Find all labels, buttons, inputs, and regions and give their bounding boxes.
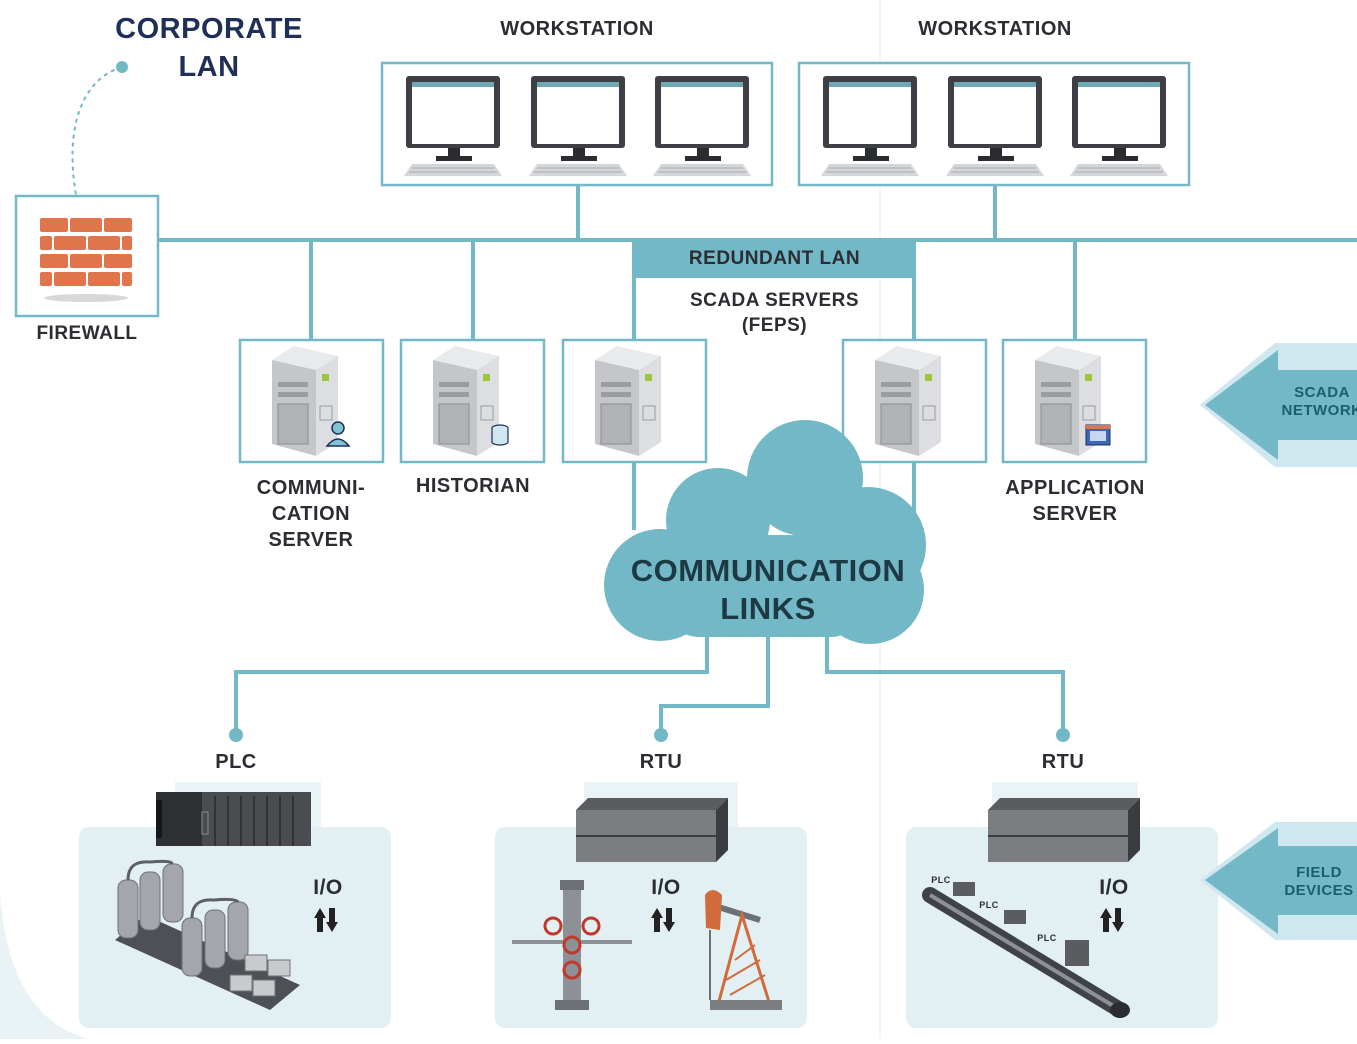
pipeline-plc-tag: PLC — [979, 900, 999, 910]
rtu-rack-icon — [575, 797, 729, 863]
corner-decoration — [0, 895, 90, 1039]
plc-link-dot — [229, 728, 243, 742]
field-devices-label: FIELD DEVICES — [1276, 864, 1357, 900]
communication-server-line3: SERVER — [268, 529, 354, 551]
field-devices-arrow — [1205, 828, 1357, 934]
redundant-lan-label: REDUNDANT LAN — [688, 248, 861, 269]
io-label: I/O — [1099, 876, 1129, 899]
application-server-label: APPLICATION SERVER — [986, 475, 1164, 527]
brick-wall-icon — [40, 218, 132, 302]
corporate-lan-line1: CORPORATE — [115, 13, 303, 45]
server-tower-icon — [432, 345, 500, 457]
communication-server-line1: COMMUNI- — [256, 477, 366, 499]
redundant-lan-bar — [634, 240, 915, 278]
pipeline-plc-tag: PLC — [931, 875, 951, 885]
communication-server-line2: CATION — [271, 503, 351, 525]
historian-label: HISTORIAN — [415, 475, 531, 497]
corporate-lan-dot — [116, 61, 128, 73]
wellhead-icon — [512, 880, 632, 1010]
corporate-lan-link — [71, 66, 123, 196]
corporate-lan-line2: LAN — [178, 51, 240, 83]
rtu-link-dot — [654, 728, 668, 742]
field-devices-line2: DEVICES — [1284, 882, 1354, 899]
workstation-right-label: WORKSTATION — [918, 18, 1072, 40]
user-icon — [325, 421, 351, 447]
pipeline-plc-tag: PLC — [1037, 933, 1057, 943]
rtu-panel — [906, 827, 1218, 1028]
corporate-lan-label: CORPORATE LAN — [95, 10, 323, 86]
rtu-node-label: RTU — [639, 751, 683, 773]
field-devices-line1: FIELD — [1296, 864, 1342, 881]
communication-links-line2: LINKS — [720, 591, 816, 626]
database-icon — [491, 424, 509, 446]
scada-servers-line2: (FEPS) — [741, 315, 808, 336]
io-label: I/O — [313, 876, 343, 899]
field-link-lines — [234, 635, 1065, 735]
communication-links-cloud — [604, 420, 926, 644]
communication-links-line1: COMMUNICATION — [630, 553, 906, 588]
firewall-label: FIREWALL — [36, 323, 138, 344]
rtu-node-label: RTU — [1041, 751, 1085, 773]
rtu-link-dot — [1056, 728, 1070, 742]
scada-network-line1: SCADA — [1294, 384, 1350, 401]
plc-rack-icon — [156, 792, 311, 846]
scada-network-arrow — [1205, 350, 1357, 460]
scada-servers-line1: SCADA SERVERS — [689, 290, 860, 311]
server-tower-icon — [874, 345, 942, 457]
communication-server-label: COMMUNI- CATION SERVER — [232, 475, 390, 553]
application-server-line1: APPLICATION — [1005, 477, 1145, 499]
pipeline-icon — [922, 887, 1130, 1018]
pipeline-plc-boxes — [953, 882, 1089, 966]
scada-network-label: SCADA NETWORK — [1272, 384, 1357, 420]
io-label: I/O — [651, 876, 681, 899]
pump-jack-icon — [705, 890, 782, 1010]
communication-links-label: COMMUNICATION LINKS — [608, 552, 928, 628]
scada-servers-label: SCADA SERVERS (FEPS) — [634, 288, 915, 338]
workstation-left-label: WORKSTATION — [500, 18, 654, 40]
scada-network-line2: NETWORK — [1281, 402, 1357, 419]
refinery-tanks-icon — [115, 859, 300, 1010]
rtu-rack-icon — [987, 797, 1141, 863]
server-tower-icon — [271, 345, 339, 457]
plc-node-label: PLC — [215, 751, 257, 773]
application-window-icon — [1085, 424, 1111, 446]
server-tower-icon — [594, 345, 662, 457]
application-server-line2: SERVER — [1032, 503, 1118, 525]
